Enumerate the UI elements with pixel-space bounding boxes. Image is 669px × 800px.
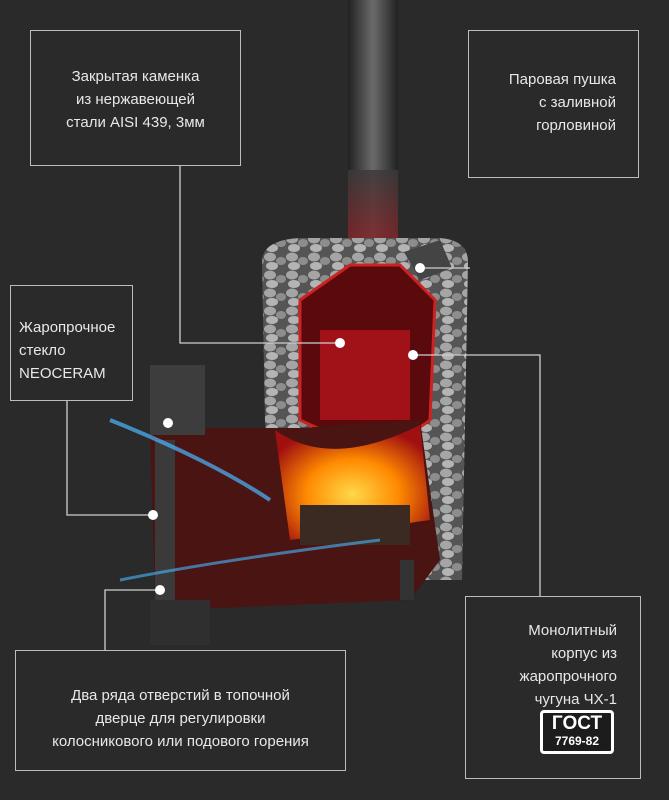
callout-line: корпус из [551,645,617,662]
gost-badge: ГОСТ 7769-82 [540,710,614,754]
callout-steam-gun: Паровая пушка с заливной горловиной [468,30,639,178]
firebox [109,365,440,645]
callout-line: Жаропрочное [19,319,116,336]
callout-dots [148,263,425,595]
callout-line: NEOCERAM [19,365,106,382]
callout-stone-box: Закрытая каменка из нержавеющей стали AI… [30,30,241,166]
callout-line: с заливной [539,94,616,111]
dot-stone-box [335,338,345,348]
callout-body: Монолитный корпус из жаропрочного чугуна… [465,596,641,779]
callout-line: Закрытая каменка [71,68,200,85]
callout-line: дверце для регулировки [95,710,266,727]
dot-glass-top [163,418,173,428]
callout-line: горловиной [536,117,616,134]
callout-line: из нержавеющей [75,91,196,108]
dot-body [408,350,418,360]
callout-line: Паровая пушка [508,71,616,88]
callout-line: колосникового или подового горения [52,733,309,750]
callout-glass: Жаропрочное стекло NEOCERAM [10,285,133,401]
callout-line: стекло [19,342,66,359]
connector-lines [66,166,541,650]
dot-steam-gun [415,263,425,273]
callout-line: Два ряда отверстий в топочной [71,687,290,704]
callout-door-holes: Два ряда отверстий в топочной дверце для… [15,650,346,771]
dot-glass [148,510,158,520]
stone-heater [262,238,468,580]
gost-number: 7769-82 [554,734,600,748]
callout-line: жаропрочного [519,668,617,685]
gost-title: ГОСТ [551,713,603,734]
callout-line: стали AISI 439, 3мм [66,114,205,131]
dot-door-holes [155,585,165,595]
callout-line: чугуна ЧХ-1 [534,691,617,708]
callout-line: Монолитный [528,622,617,639]
